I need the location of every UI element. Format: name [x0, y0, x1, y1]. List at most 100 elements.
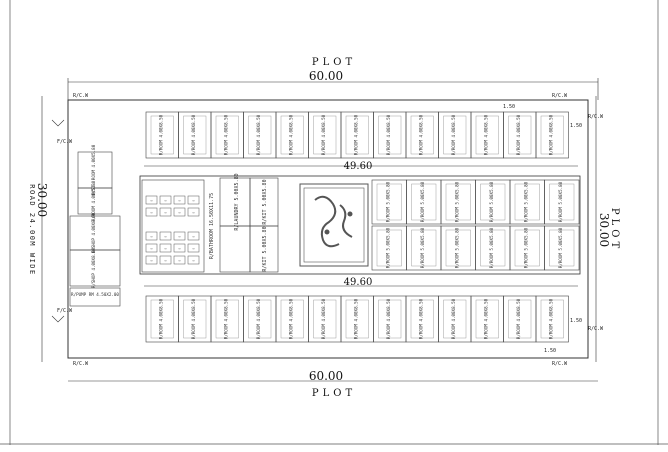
toilet-mark: ▭ [151, 235, 153, 239]
toilet-mark: ▭ [193, 235, 195, 239]
toilet-mark: ▭ [165, 247, 167, 251]
room-label: R/ROOM 4.00X8.50 [256, 298, 261, 339]
dim-bottom-width: 60.00 [309, 369, 343, 383]
plot-label-right: PLOT [609, 208, 620, 252]
room-label: R/ROOM 4.00X8.50 [483, 114, 488, 155]
toilet-stall [173, 207, 186, 217]
bathroom-label: R/BATHROOM 16.50X11.75 [209, 193, 215, 259]
middle-lower-rooms: R/ROOM 5.00X5.80 R/ROOM 5.00X5.80 R/ROOM 5… [371, 225, 580, 271]
toilet-mark: ▭ [165, 211, 167, 215]
room-box [544, 179, 580, 225]
room-inner [480, 183, 506, 221]
room-label: R/ROOM 5.00X5.80 [454, 181, 459, 222]
toilet-mark: ▭ [193, 259, 195, 263]
left-blocks: R/ST. ROOM 4.00X5.80 R/ROOM 4.00X5.80 R/… [69, 144, 121, 307]
room-label: R/ROOM 5.00X5.80 [558, 227, 563, 268]
room-inner [376, 229, 402, 267]
toilet-mark: ▭ [151, 199, 153, 203]
room-label: R/ROOM 5.00X5.80 [420, 227, 425, 268]
room-label: R/ROOM 4.00X8.50 [321, 114, 326, 155]
room-inner [376, 183, 402, 221]
toilet-stall [145, 231, 158, 241]
toilet-mark: ▭ [193, 211, 195, 215]
middle-upper-rooms: R/ROOM 5.00X5.80 R/ROOM 5.00X5.80 R/ROOM 5… [371, 179, 580, 225]
room-box [544, 225, 580, 271]
room-inner [445, 183, 471, 221]
room-label: R/ROOM 4.00X8.50 [353, 114, 358, 155]
rcw-marker-bl: R/C.W [73, 361, 89, 367]
room-inner [443, 299, 467, 339]
toilet-stall [187, 243, 200, 253]
room-inner [313, 115, 337, 155]
room-label: R/ROOM 5.00X5.80 [523, 181, 528, 222]
toilet-stall [159, 243, 172, 253]
room-inner [410, 299, 434, 339]
room-inner [183, 115, 207, 155]
room-label: R/ROOM 4.00X8.50 [386, 114, 391, 155]
toilet-stall [187, 207, 200, 217]
offset-marker-bottom-2: 1.50 [544, 348, 556, 354]
toilet-mark: ▭ [179, 235, 181, 239]
room-label: R/ROOM 4.00X8.50 [418, 114, 423, 155]
room-inner [411, 229, 437, 267]
room-label: R/ROOM 5.00X5.80 [454, 227, 459, 268]
room-inner [508, 299, 532, 339]
room-inner [443, 115, 467, 155]
room-label: R/ROOM 5.00X5.80 [489, 181, 494, 222]
kit-upper-label: R/KIT 5.00X5.80 [262, 179, 268, 224]
room-label: R/ROOM 4.00X8.50 [191, 298, 196, 339]
room-box [535, 111, 569, 159]
room-label: R/ROOM 4.00X8.50 [288, 114, 293, 155]
room-inner [313, 299, 337, 339]
room-label: R/ROOM 5.00X5.80 [420, 181, 425, 222]
bathroom-block: ▭▭▭▭▭▭▭▭▭▭▭▭▭▭▭▭▭▭▭▭ R/BATHROOM 16.50X11… [141, 179, 215, 273]
room-label: R/ROOM 5.00X5.80 [523, 227, 528, 268]
toilet-mark: ▭ [193, 247, 195, 251]
kit-lower-label: R/KIT 5.00X5.80 [262, 226, 268, 271]
rcw-marker-br: R/C.W [552, 361, 568, 367]
room-inner [248, 299, 272, 339]
toilet-mark: ▭ [165, 259, 167, 263]
rcw-marker-rb: R/C.W [588, 326, 604, 332]
room-label: R/ROOM 4.00X8.50 [353, 298, 358, 339]
offset-marker-top-2: 1.50 [503, 104, 515, 110]
room-inner [475, 299, 499, 339]
toilet-stall [173, 231, 186, 241]
toilet-mark: ▭ [165, 199, 167, 203]
bottom-room-row: R/ROOM 4.00X8.50 R/ROOM 4.00X8.50 R/ROOM 4… [145, 295, 569, 343]
toilet-stall [173, 255, 186, 265]
room-inner [508, 115, 532, 155]
toilet-stall [145, 195, 158, 205]
room-label: R/ROOM 4.00X8.50 [191, 114, 196, 155]
room-box [535, 295, 569, 343]
left-block-label-3: R/SHOP 4.00X8.00 [91, 212, 96, 253]
rcw-marker-rt: R/C.W [588, 114, 604, 120]
gate-icon [51, 119, 65, 323]
dim-inner-top: 49.60 [344, 161, 373, 172]
room-label: R/ROOM 4.00X8.50 [451, 298, 456, 339]
left-block-label-1: R/ST. ROOM 4.00X5.80 [91, 144, 96, 195]
toilet-stall [145, 207, 158, 217]
room-inner [514, 229, 540, 267]
toilet-stall [187, 195, 200, 205]
room-inner [280, 299, 304, 339]
room-label: R/ROOM 5.00X5.80 [385, 227, 390, 268]
plot-outline [67, 99, 589, 359]
service-rooms: R/LAUNDRY 5.00X5.80 R/KIT 5.00X5.80 R/KI… [219, 173, 279, 273]
room-label: R/ROOM 4.00X8.50 [483, 298, 488, 339]
room-label: R/ROOM 4.00X8.50 [288, 298, 293, 339]
room-label: R/ROOM 4.00X8.50 [548, 114, 553, 155]
fcw-marker-left-2: F/C.W [57, 308, 73, 314]
room-label: R/ROOM 4.00X8.50 [321, 298, 326, 339]
dim-inner-bottom: 49.60 [344, 277, 373, 288]
fcw-marker-left: F/C.W [57, 139, 73, 145]
toilet-stall [145, 243, 158, 253]
room-label: R/ROOM 4.00X8.50 [256, 114, 261, 155]
left-block-label-2: R/ROOM 4.00X5.80 [91, 180, 96, 221]
room-label: R/ROOM 4.00X8.50 [516, 114, 521, 155]
room-label: R/ROOM 4.00X8.50 [418, 298, 423, 339]
room-inner [540, 115, 564, 155]
toilet-mark: ▭ [151, 211, 153, 215]
toilet-mark: ▭ [179, 199, 181, 203]
room-label: R/ROOM 5.00X5.80 [489, 227, 494, 268]
